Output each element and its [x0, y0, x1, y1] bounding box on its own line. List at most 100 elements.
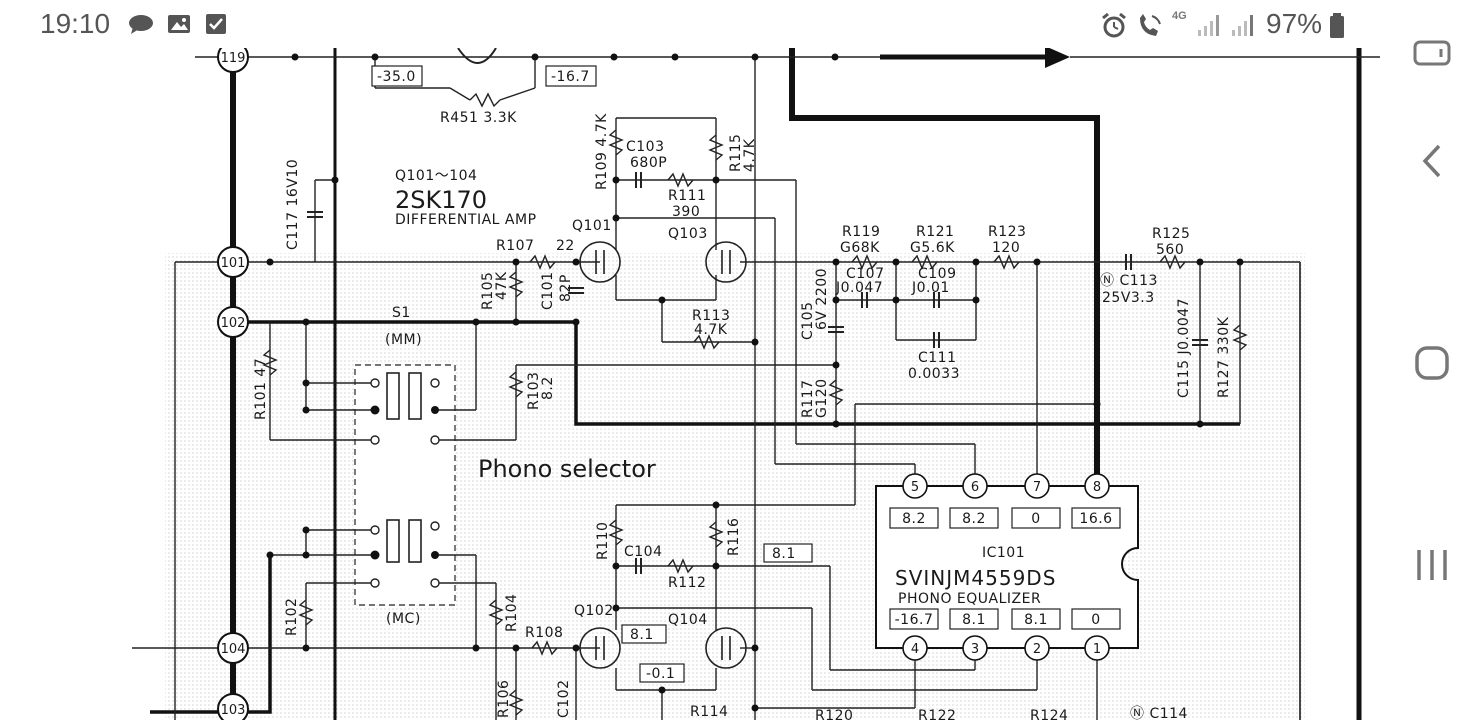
schematic-diagram: 119 101 102 104 103 -35.0 -16.7 R451 3.3… [132, 41, 1380, 725]
ic-pin: 4 [911, 642, 919, 657]
voltage-label: 0 [1091, 612, 1100, 628]
component-label: R104 [504, 594, 520, 632]
component-value: 47K [494, 271, 510, 300]
ic-pin: 2 [1033, 642, 1041, 657]
voltage-label: -16.7 [895, 612, 934, 628]
voltage-label: -35.0 [377, 69, 416, 85]
component-label: R114 [690, 704, 728, 720]
component-label: C109 [918, 266, 957, 282]
navigation-bar [1383, 0, 1480, 720]
signal-icon [1232, 15, 1253, 36]
image-icon [168, 15, 190, 33]
component-label: R102 [284, 598, 300, 636]
node-label: 101 [221, 256, 246, 271]
transistor-group-label: Q101～104 [395, 168, 477, 184]
component-value: 25V3.3 [1102, 290, 1155, 306]
node-label: 102 [221, 316, 246, 331]
chat-bubble-icon [129, 15, 153, 34]
component-label: R113 [692, 308, 730, 324]
component-label: R105 [480, 272, 496, 310]
node-label: 119 [221, 51, 246, 66]
component-label: R117 [800, 380, 816, 418]
component-value: 22 [556, 238, 575, 254]
component-label: C102 [556, 680, 572, 719]
ic-name: IC101 [982, 545, 1025, 561]
component-value: 8.2 [540, 376, 556, 400]
transistor-label: Q101 [572, 218, 612, 234]
component-label: R111 [668, 188, 706, 204]
component-label: R125 [1152, 226, 1190, 242]
switch-mode-label: (MM) [385, 332, 422, 348]
component-label: R106 [496, 680, 512, 718]
voltage-label: 16.6 [1079, 511, 1112, 527]
voltage-label: 8.1 [1024, 612, 1048, 628]
home-button[interactable] [1401, 332, 1463, 394]
schematic-viewer[interactable]: 119 101 102 104 103 -35.0 -16.7 R451 3.3… [0, 0, 1383, 725]
component-label: R121 [916, 224, 954, 240]
transistor-desc-label: DIFFERENTIAL AMP [395, 212, 537, 228]
component-value: 4.7K [742, 138, 758, 172]
component-label: Ⓝ C114 [1130, 706, 1188, 720]
recent-apps-button[interactable] [1401, 534, 1463, 596]
battery-icon [1330, 13, 1344, 38]
component-label: R123 [988, 224, 1026, 240]
rotate-screen-button[interactable] [1401, 22, 1463, 84]
rotate-screen-icon [1413, 40, 1451, 66]
component-value: G5.6K [910, 240, 955, 256]
phono-selector-label: Phono selector [478, 455, 656, 483]
voltage-label: -16.7 [551, 69, 590, 85]
ic-pin: 6 [971, 480, 979, 495]
switch-mode-label: (MC) [386, 611, 421, 627]
component-value: 680P [630, 155, 667, 171]
ic-desc: PHONO EQUALIZER [898, 591, 1041, 607]
transistor-label: Q102 [574, 603, 614, 619]
component-label: C103 [626, 139, 665, 155]
clock: 19:10 [40, 8, 111, 39]
wifi-call-icon [1140, 14, 1161, 36]
back-icon [1422, 144, 1441, 178]
checkbox-icon [206, 14, 226, 34]
component-value: 120 [992, 240, 1020, 256]
voltage-label: 8.1 [772, 546, 796, 562]
component-value: J0.047 [835, 280, 883, 296]
component-value: G120 [814, 378, 830, 418]
component-label: R127 330K [1216, 316, 1232, 398]
node-label: 103 [221, 703, 246, 718]
component-value: 6V 2200 [814, 268, 830, 330]
component-label: Ⓝ C113 [1100, 273, 1158, 289]
component-label: R107 [496, 238, 534, 254]
voltage-label: 0 [1031, 511, 1040, 527]
component-value: 82P [558, 274, 574, 302]
transistor-label: Q103 [668, 226, 708, 242]
component-label: C117 16V10 [285, 159, 301, 250]
ic-pin: 3 [971, 642, 979, 657]
component-label: C107 [846, 266, 885, 282]
transistor-part-label: 2SK170 [395, 186, 487, 214]
component-label: R108 [525, 625, 563, 641]
ic-pin: 5 [911, 480, 919, 495]
ic-pin: 7 [1033, 480, 1041, 495]
voltage-label: 8.1 [630, 627, 654, 643]
component-label: R103 [526, 372, 542, 410]
status-bar: 19:10 4G 97% [0, 0, 1383, 48]
network-type: 4G [1172, 10, 1187, 22]
component-label: C104 [624, 544, 663, 560]
node-label: 104 [221, 642, 246, 657]
signal-icon [1198, 15, 1219, 36]
component-label: R124 [1030, 708, 1068, 720]
home-icon [1415, 346, 1449, 380]
voltage-label: 8.1 [962, 612, 986, 628]
transistor-label: Q104 [668, 612, 708, 628]
component-label: R451 3.3K [440, 110, 517, 126]
component-label: C101 [540, 272, 556, 311]
component-value: J0.01 [911, 280, 950, 296]
component-value: 0.0033 [908, 366, 960, 382]
component-label: R101 47 [253, 358, 269, 420]
component-label: R116 [726, 518, 742, 556]
component-label: C111 [918, 350, 957, 366]
ic-pin: 8 [1093, 480, 1101, 495]
voltage-label: -0.1 [646, 666, 675, 682]
back-button[interactable] [1401, 130, 1463, 192]
component-label: R120 [815, 708, 853, 720]
component-value: G68K [840, 240, 880, 256]
